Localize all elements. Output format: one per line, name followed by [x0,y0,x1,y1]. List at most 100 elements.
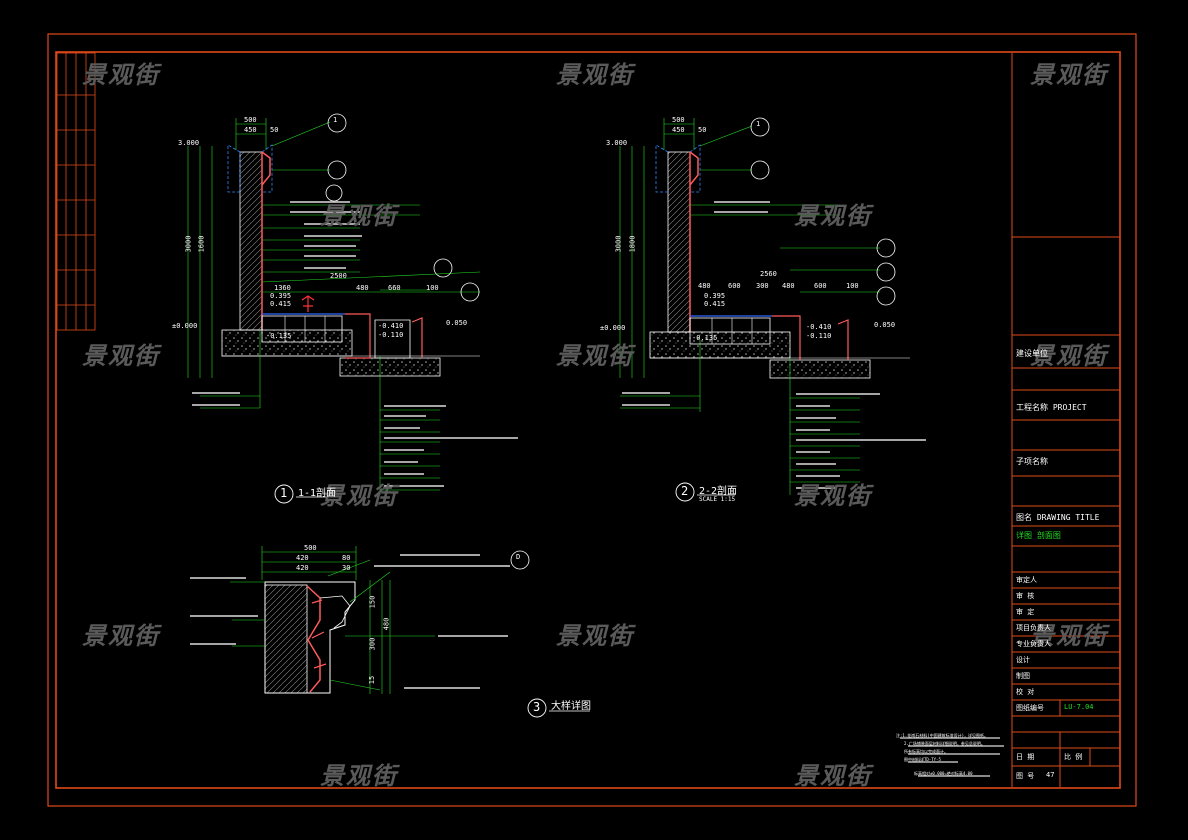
note-1: 注:1.花岗石材料(中国建筑标准设计)，详见图纸。 [896,733,989,738]
dim-label: 600 [728,282,741,290]
view-1-number: 1 [280,486,288,500]
tb-row: 校 对 [1016,688,1035,696]
tb-sheet-number: 47 [1046,771,1055,779]
elevation-label: 0.395 [270,292,292,300]
watermark: 景观街 [556,342,634,370]
dim-label: 30 [342,564,351,572]
watermark: 景观街 [556,622,634,650]
dim-label: 300 [368,637,377,651]
watermark: 景观街 [320,202,398,230]
dim-label: 500 [244,116,257,124]
elevation-label: 0.050 [874,321,896,329]
dim-label: 450 [672,126,685,134]
dim-label: 100 [846,282,859,290]
dim-label: 420 [296,554,309,562]
dim-label: 15 [368,675,377,685]
tb-row: 制图 [1016,672,1030,680]
dim-label: 100 [426,284,439,292]
dim-label: 1600 [197,235,206,253]
watermark: 景观街 [556,61,634,89]
watermark: 景观街 [82,342,160,370]
dim-label: 1360 [274,284,291,292]
tb-row: 专业负责人 [1016,640,1051,648]
elevation-label: -0.135 [266,332,292,340]
elevation-label: -0.110 [378,331,404,339]
dim-label: 300 [756,282,769,290]
detail-callout: D [516,553,521,561]
dim-label: 150 [368,595,377,609]
watermark: 景观街 [320,482,398,510]
elevation-label: 3.000 [178,139,200,147]
notes-lines [900,737,1004,777]
tb-row: 审 核 [1016,592,1035,600]
dim-label: 420 [296,564,309,572]
elevation-label: 3.000 [606,139,628,147]
dim-label: 450 [244,126,257,134]
tb-row: 审定人 [1016,576,1037,584]
watermark: 景观街 [794,202,872,230]
tb-row: 图纸编号 [1016,704,1044,712]
dim-label: 500 [672,116,685,124]
dim-label: 50 [270,126,279,134]
dim-label: 480 [382,617,391,631]
elevation-label: ±0.000 [600,324,626,332]
view-2-scale: SCALE 1:15 [699,496,736,503]
tb-row: 项目负责人 [1016,624,1051,632]
view-1-title: 1-1剖面 [298,488,337,499]
view-2-number: 2 [681,484,689,498]
view-3-title: 大样详图 [551,701,591,712]
elevation-label: -0.110 [806,332,832,340]
elevation-label: -0.135 [692,334,718,342]
note-5: 标高相对±0.000=绝对标高4.00 [914,771,973,776]
watermark: 景观街 [794,482,872,510]
tb-row: 审 定 [1016,608,1035,616]
note-2: 2.广场铺装面层材料详细说明，参见总说明。 [904,741,985,746]
section-view-2 [619,117,926,502]
dim-label: 480 [782,282,795,290]
tb-date-label: 日 期 [1016,753,1035,761]
dim-label: 80 [342,554,351,562]
dim-label: 50 [698,126,707,134]
view-3-number: 3 [533,700,541,714]
watermark: 景观街 [1030,61,1108,89]
note-3: 所有标高均以完成面计。 [904,749,948,754]
tb-drawing-title-label: 图名 DRAWING TITLE [1016,513,1100,522]
section-view-3 [190,546,590,718]
elevation-label: 0.395 [704,292,726,300]
section-view-1 [187,113,518,504]
detail-callout: 1 [333,116,338,124]
title-block-frame [1011,53,1120,787]
elevation-label: -0.410 [378,322,404,330]
tb-row: 设计 [1016,656,1030,664]
tb-sheet-label: 图 号 [1016,772,1035,780]
view-2-title: 2-2剖面 [699,486,738,497]
elevation-label: 0.415 [270,300,292,308]
watermark: 景观街 [320,762,398,790]
dim-label: 480 [356,284,369,292]
tb-drawing-title: 详图 剖面图 [1016,531,1061,540]
watermark: 景观街 [82,622,160,650]
dim-label: 500 [304,544,317,552]
dim-label: 480 [698,282,711,290]
elevation-label: -0.410 [806,323,832,331]
watermark: 景观街 [82,61,160,89]
elevation-label: 0.415 [704,300,726,308]
watermark: 景观街 [1030,342,1108,370]
dim-label: 2560 [760,270,777,278]
tb-client: 建设单位 [1016,349,1048,358]
elevation-label: 0.050 [446,319,468,327]
watermark: 景观街 [1030,622,1108,650]
view-3-marker [527,698,547,718]
dim-label: 3000 [184,235,193,253]
dim-label: 2500 [330,272,347,280]
outer-frame [47,33,1137,807]
inner-frame [55,51,1121,789]
view-1-marker [274,484,294,504]
elevation-label: ±0.000 [172,322,198,330]
dim-label: 660 [388,284,401,292]
watermark: 景观街 [794,762,872,790]
revision-column [56,52,96,331]
tb-scale-label: 比 例 [1064,753,1083,761]
dim-label: 3000 [614,235,623,253]
